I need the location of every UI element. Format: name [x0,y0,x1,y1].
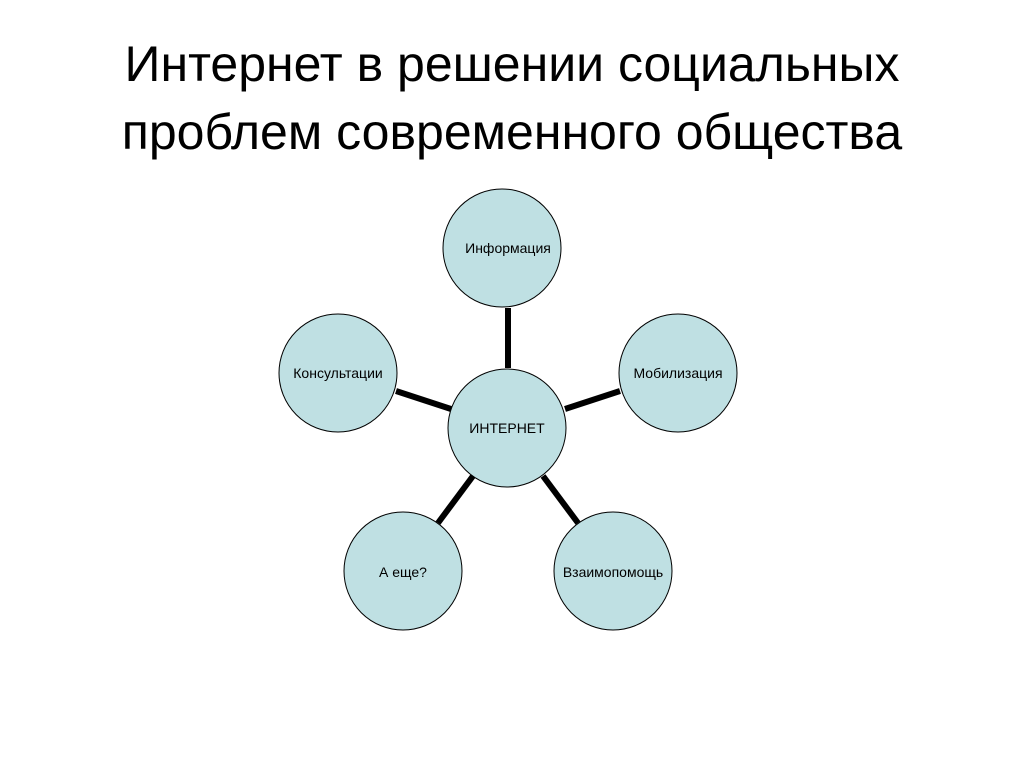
node-consultations: Консультации [278,313,398,433]
node-center-internet: ИНТЕРНЕТ [447,368,567,488]
node-circle [618,313,738,433]
node-label: Мобилизация [633,365,722,381]
node-circle [343,511,463,631]
connector-mobilization [564,388,621,412]
connector-what-else [435,474,476,525]
node-circle [553,511,673,631]
node-circle [447,368,567,488]
node-circle [278,313,398,433]
node-label: Взаимопомощь [563,564,663,580]
node-label: Информация [465,240,551,256]
node-circle [442,188,562,308]
node-mobilization: Мобилизация [618,313,738,433]
node-label: Консультации [293,365,382,381]
slide-title-line-2: проблем современного общества [121,104,903,160]
connectors [395,308,621,525]
node-label: ИНТЕРНЕТ [469,420,545,436]
slide-title: Интернет в решении социальных проблем со… [0,30,1024,166]
node-what-else: А еще? [343,511,463,631]
connector-consultations [395,388,452,412]
node-label: А еще? [379,564,427,580]
node-information: Информация [442,188,562,308]
slide-title-line-1: Интернет в решении социальных [124,36,900,92]
node-mutual-aid: Взаимопомощь [553,511,673,631]
connector-mutual-aid [540,474,581,525]
